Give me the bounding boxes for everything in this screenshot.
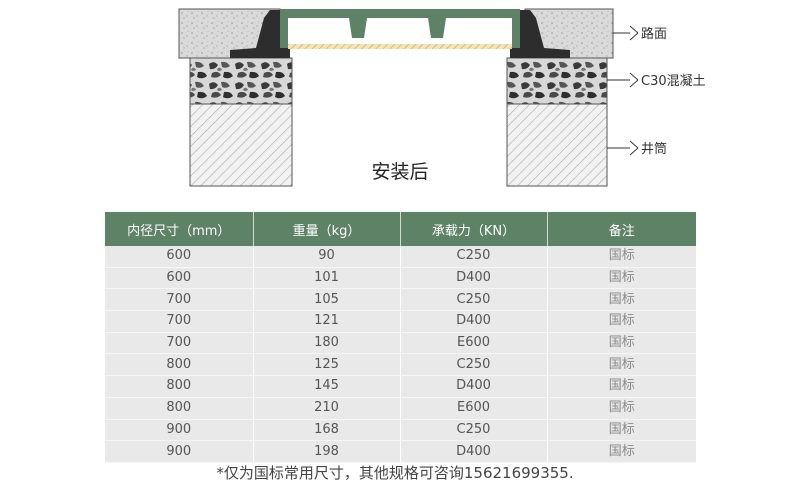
cell-weight: 90: [253, 246, 401, 268]
cell-load: E600: [400, 332, 548, 355]
label-shaft: 井筒: [641, 141, 667, 157]
cell-load: D400: [400, 267, 548, 290]
table-header-row: 内径尺寸（mm） 重量（kg） 承载力（KN） 备注: [105, 212, 696, 246]
cell-weight: 168: [253, 419, 401, 442]
cell-remark: 国标: [547, 246, 696, 268]
cover: [280, 9, 520, 38]
cell-load: E600: [400, 397, 548, 420]
cell-diameter: 700: [105, 310, 254, 333]
cell-diameter: 700: [105, 288, 254, 312]
cell-diameter: 800: [105, 353, 254, 377]
cell-diameter: 900: [105, 440, 254, 463]
cell-remark: 国标: [547, 375, 696, 398]
cell-weight: 125: [253, 353, 401, 377]
cell-diameter: 600: [105, 267, 254, 290]
cell-remark: 国标: [547, 332, 696, 355]
footnote: *仅为国标常用尺寸，其他规格可咨询15621699355.: [216, 464, 574, 482]
header-weight: 重量（kg）: [253, 212, 401, 246]
cell-remark: 国标: [547, 353, 696, 377]
cell-remark: 国标: [547, 397, 696, 420]
cell-weight: 180: [253, 332, 401, 355]
cover-right-lip: [512, 18, 520, 48]
frame-left: [230, 10, 290, 58]
cell-load: C250: [400, 246, 548, 268]
cell-diameter: 600: [105, 246, 254, 268]
cell-weight: 210: [253, 397, 401, 420]
label-concrete: C30混凝土: [641, 73, 706, 89]
cell-load: C250: [400, 288, 548, 312]
header-load: 承载力（KN）: [400, 212, 548, 246]
cell-load: D400: [400, 310, 548, 333]
cell-remark: 国标: [547, 419, 696, 442]
gasket: [288, 44, 512, 49]
label-road: 路面: [641, 26, 667, 42]
header-remark: 备注: [547, 212, 696, 246]
concrete-right: [506, 57, 608, 105]
cell-remark: 国标: [547, 288, 696, 312]
cell-load: D400: [400, 440, 548, 463]
cell-remark: 国标: [547, 440, 696, 463]
cell-weight: 121: [253, 310, 401, 333]
shaft-left: [189, 103, 293, 187]
cover-left-lip: [280, 18, 288, 48]
header-diameter: 内径尺寸（mm）: [105, 212, 254, 246]
cell-weight: 101: [253, 267, 401, 290]
cell-load: D400: [400, 375, 548, 398]
shaft-right: [506, 103, 608, 187]
cell-diameter: 800: [105, 397, 254, 420]
cell-load: C250: [400, 353, 548, 377]
cell-load: C250: [400, 419, 548, 442]
frame-right: [510, 10, 570, 58]
cell-diameter: 800: [105, 375, 254, 398]
cell-weight: 198: [253, 440, 401, 463]
cell-remark: 国标: [547, 310, 696, 333]
cell-remark: 国标: [547, 267, 696, 290]
concrete-left: [189, 57, 293, 105]
diagram-caption: 安装后: [371, 161, 428, 183]
cell-diameter: 700: [105, 332, 254, 355]
installation-diagram: 路面 C30混凝土 井筒 安装后: [178, 8, 706, 187]
cell-weight: 145: [253, 375, 401, 398]
cell-diameter: 900: [105, 419, 254, 442]
cell-weight: 105: [253, 288, 401, 312]
